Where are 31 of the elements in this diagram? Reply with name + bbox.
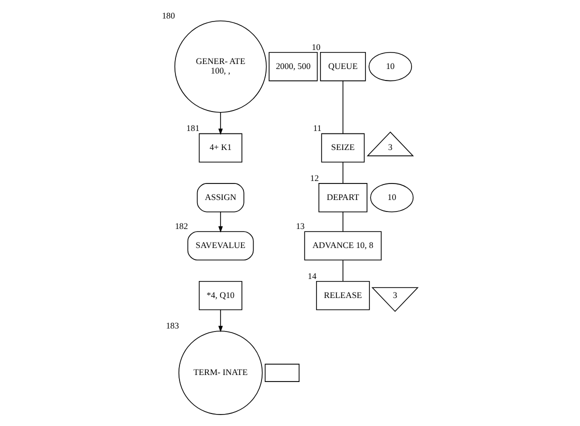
node-box xyxy=(264,364,300,382)
arrow xyxy=(218,212,223,233)
node-label: 182 xyxy=(174,221,188,232)
node-ellipse: 10 xyxy=(368,52,412,82)
node-ellipse: 10 xyxy=(370,183,414,212)
node-box: ASSIGN xyxy=(196,183,244,212)
node-label: 11 xyxy=(313,123,322,134)
node-box: *4, Q10 xyxy=(198,280,242,310)
connector xyxy=(342,162,344,184)
connector xyxy=(342,80,344,134)
node-label: 12 xyxy=(310,172,319,183)
node-box: SAVEVALUE xyxy=(187,231,254,260)
node-box: 4+ K1 xyxy=(198,133,242,163)
node-label: 181 xyxy=(186,123,200,134)
node-circle: GENER- ATE 100, , xyxy=(174,20,267,113)
node-circle: TERM- INATE xyxy=(178,330,263,415)
connector xyxy=(342,260,344,282)
node-label: 180 xyxy=(162,10,175,20)
node-box: QUEUE xyxy=(320,52,366,82)
node-label: 14 xyxy=(308,270,316,281)
node-box: ADVANCE 10, 8 xyxy=(304,231,382,260)
node-box: RELEASE xyxy=(316,280,370,310)
connector xyxy=(342,212,344,232)
arrow xyxy=(218,309,223,332)
node-box: DEPART xyxy=(318,183,368,212)
node-label: 183 xyxy=(166,320,179,331)
node-label: 10 xyxy=(312,42,320,52)
node-box: 2000, 500 xyxy=(268,52,318,82)
node-box: SEIZE xyxy=(321,133,365,163)
arrow xyxy=(218,112,223,135)
node-label: 13 xyxy=(296,221,305,232)
